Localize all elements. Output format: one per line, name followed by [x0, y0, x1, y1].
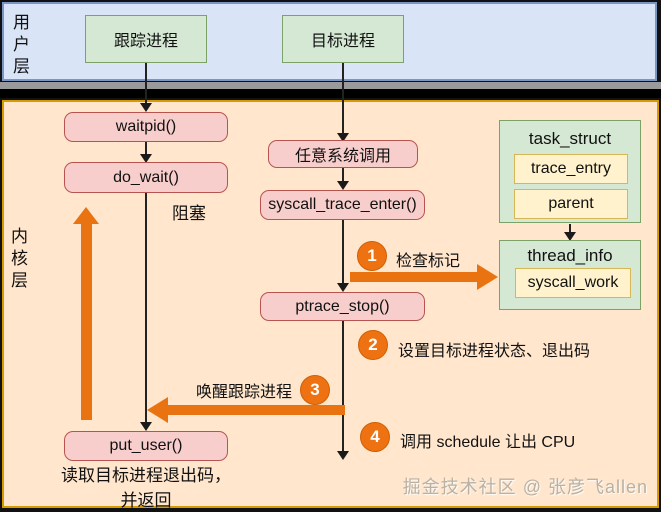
arrowhead-down-icon	[337, 283, 349, 292]
arrowhead-down-icon	[140, 422, 152, 431]
ptrace-stop-box: ptrace_stop()	[260, 292, 425, 321]
connector-tracker-to-waitpid	[145, 63, 147, 104]
step-3-badge: 3	[300, 375, 330, 405]
any-syscall-box: 任意系统调用	[268, 140, 418, 168]
connector-waitpid-to-dowait	[145, 142, 147, 155]
separator-shadow	[0, 82, 661, 89]
user-kernel-separator	[0, 89, 661, 98]
connector-taskstruct-to-threadinfo	[569, 224, 571, 233]
task-struct-title: task_struct	[528, 129, 612, 148]
arrowhead-down-icon	[337, 181, 349, 190]
return-arrow-head-icon	[73, 207, 99, 224]
syscall-trace-enter-box: syscall_trace_enter()	[260, 190, 425, 220]
connector-traceenter-to-ptracestop	[342, 220, 344, 284]
thread-info-box: thread_info syscall_work	[499, 240, 641, 310]
target-process-box: 目标进程	[282, 15, 404, 63]
arrowhead-down-icon	[564, 232, 576, 241]
step-2-label: 设置目标进程状态、退出码	[398, 343, 591, 360]
step-4-label: 调用 schedule 让出 CPU	[400, 434, 576, 451]
waitpid-box: waitpid()	[64, 112, 228, 142]
arrowhead-down-icon	[140, 103, 152, 112]
step-2-badge: 2	[358, 330, 388, 360]
blocking-label: 阻塞	[172, 204, 206, 223]
do-wait-box: do_wait()	[64, 162, 228, 193]
parent-field: parent	[514, 189, 628, 219]
step-1-badge: 1	[357, 241, 387, 271]
arrowhead-down-icon	[140, 154, 152, 163]
arrowhead-down-icon	[337, 451, 349, 460]
trace-entry-field: trace_entry	[514, 154, 628, 184]
step-4-badge: 4	[360, 422, 390, 452]
step-1-label: 检查标记	[396, 253, 461, 270]
step-3-label: 唤醒跟踪进程	[196, 384, 293, 401]
wake-tracker-arrow-head-icon	[147, 397, 168, 423]
watermark: 掘金技术社区 @ 张彦飞allen	[402, 477, 648, 497]
put-user-note: 读取目标进程退出码，并返回	[61, 466, 231, 510]
connector-dowait-to-putuser	[145, 193, 147, 423]
connector-ptracestop-to-schedule	[342, 321, 344, 452]
check-flag-arrow	[350, 272, 478, 282]
connector-target-to-syscall	[342, 63, 344, 134]
task-struct-box: task_struct trace_entry parent	[499, 120, 641, 223]
syscall-work-field: syscall_work	[515, 268, 631, 298]
put-user-box: put_user()	[64, 431, 228, 461]
tracker-process-box: 跟踪进程	[85, 15, 207, 63]
user-layer-label: 用户层	[10, 13, 29, 79]
arrowhead-down-icon	[337, 133, 349, 142]
thread-info-title: thread_info	[527, 246, 613, 265]
wake-tracker-arrow	[167, 405, 345, 415]
connector-syscall-to-traceenter	[342, 168, 344, 182]
return-arrow	[81, 223, 92, 420]
check-flag-arrow-head-icon	[477, 264, 498, 290]
kernel-layer-label: 内核层	[8, 227, 27, 293]
